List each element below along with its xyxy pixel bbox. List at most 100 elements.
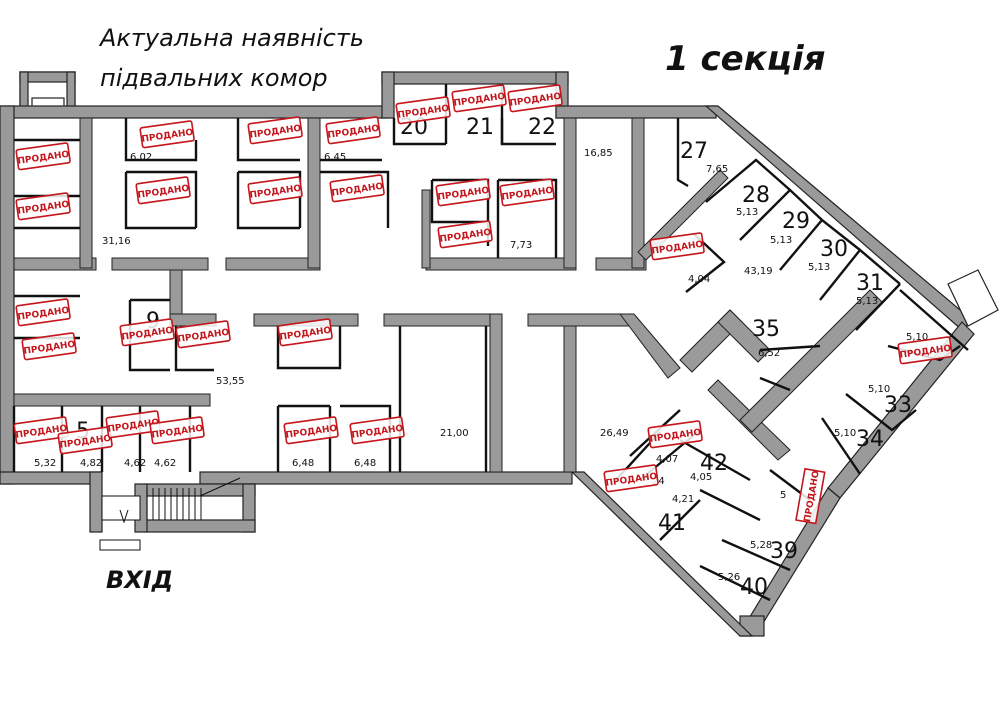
area-6-48-a: 6,48 <box>292 458 314 469</box>
title-line-2: підвальних комор <box>100 64 328 92</box>
area-6-45: 6,45 <box>324 152 346 163</box>
area-5-top: 5 <box>780 490 786 501</box>
sold-stamp: ПРОДАНО <box>119 318 175 347</box>
wall-int-d5 <box>637 169 729 261</box>
sold-stamp: ПРОДАНО <box>57 426 113 455</box>
wall-entrance-top <box>144 483 256 497</box>
vent-wall-right <box>66 71 76 109</box>
vent-box-right <box>947 269 999 327</box>
sold-stamp-frame <box>15 298 71 327</box>
entrance-label: ВХІД <box>106 566 173 594</box>
wall-int-v2 <box>307 117 321 269</box>
sold-stamp: ПРОДАНО <box>139 120 195 149</box>
wall-int-m7 <box>563 325 577 473</box>
sold-stamp-frame <box>647 420 703 449</box>
wall-int-4 <box>425 257 577 271</box>
wall-int-v4 <box>631 117 645 269</box>
area-labels: 31,16 53,55 43,19 16,85 7,73 21,00 26,49… <box>34 148 928 583</box>
sold-stamp: ПРОДАНО <box>175 320 231 349</box>
sold-stamp-frame <box>15 192 71 221</box>
area-5-32: 5,32 <box>34 458 56 469</box>
wall-top-raised <box>381 71 569 85</box>
sold-stamp-frame <box>139 120 195 149</box>
wall-int-b1 <box>13 393 211 407</box>
stair-steps <box>146 488 202 520</box>
sold-stamp-frame <box>15 142 71 171</box>
sold-stamp: ПРОДАНО <box>105 410 161 439</box>
sold-stamp: ПРОДАНО <box>329 174 385 203</box>
wall-top-left <box>0 105 389 119</box>
wall-int-2 <box>111 257 209 271</box>
stair-door <box>199 477 241 497</box>
wall-int-v1 <box>79 117 93 269</box>
sold-stamp-frame <box>329 174 385 203</box>
sold-stamp: ПРОДАНО <box>499 178 555 207</box>
area-26-49: 26,49 <box>600 428 629 439</box>
area-6-02: 6,02 <box>130 152 152 163</box>
room-num-30: 30 <box>820 237 848 262</box>
area-40: 5,26 <box>718 572 740 583</box>
room-num-29: 29 <box>782 209 810 234</box>
wall-int-d4 <box>739 289 883 433</box>
sold-stamp: ПРОДАНО <box>507 84 563 113</box>
area-7-73: 7,73 <box>510 240 532 251</box>
area-5-10-top: 5,10 <box>906 332 928 343</box>
sold-stamp: ПРОДАНО <box>395 96 451 125</box>
wall-int-m6 <box>527 313 633 327</box>
area-4-62-b: 4,62 <box>154 458 176 469</box>
area-corridor-right: 43,19 <box>744 266 773 277</box>
interior-walls <box>13 117 883 473</box>
sold-stamp: ПРОДАНО <box>21 332 77 361</box>
sold-stamp: ПРОДАНО <box>15 142 71 171</box>
wall-int-m8 <box>619 313 681 379</box>
section-label: 1 секція <box>665 39 825 79</box>
entrance-landing <box>101 495 141 521</box>
sold-stamp: ПРОДАНО <box>325 116 381 145</box>
room-num-39: 39 <box>770 539 798 564</box>
area-16-85: 16,85 <box>584 148 613 159</box>
sold-stamp-frame <box>349 416 405 445</box>
sold-stamp-frame <box>499 178 555 207</box>
room-num-35: 35 <box>752 317 780 342</box>
sold-stamp-frame <box>149 416 205 445</box>
sold-stamp-frame <box>897 336 953 365</box>
sold-stamp: ПРОДАНО <box>603 464 659 493</box>
sold-stamp-frame <box>247 176 303 205</box>
room-num-42: 42 <box>700 451 728 476</box>
area-28: 5,13 <box>736 207 758 218</box>
sold-stamp: ПРОДАНО <box>897 336 953 365</box>
sold-stamp-frame <box>21 332 77 361</box>
sold-stamp: ПРОДАНО <box>349 416 405 445</box>
entrance-stairs <box>99 477 241 551</box>
sold-stamp: ПРОДАНО <box>135 176 191 205</box>
wall-raised-left <box>381 71 395 119</box>
room-num-33: 33 <box>884 393 912 418</box>
sold-stamp: ПРОДАНО <box>435 178 491 207</box>
area-21-00: 21,00 <box>440 428 469 439</box>
wall-diag-bottom-left <box>570 471 754 637</box>
sold-stamp-frame <box>437 220 493 249</box>
sold-stamp-frame <box>649 232 705 261</box>
area-corridor-main: 53,55 <box>216 376 245 387</box>
room-num-21: 21 <box>466 115 494 140</box>
area-4-04: 4,04 <box>688 274 710 285</box>
area-4-07: 4,07 <box>656 454 678 465</box>
walls <box>0 71 999 637</box>
sold-stamp-frame <box>795 467 826 525</box>
area-corridor-top-left: 31,16 <box>102 236 131 247</box>
sold-stamp: ПРОДАНО <box>647 420 703 449</box>
area-4-62-a: 4,62 <box>124 458 146 469</box>
area-33: 5,10 <box>868 384 890 395</box>
sold-stamp-frame <box>135 176 191 205</box>
sold-stamp-frame <box>13 416 69 445</box>
sold-stamp: ПРОДАНО <box>15 298 71 327</box>
wall-bottom-left <box>0 471 101 485</box>
area-34: 5,10 <box>834 428 856 439</box>
room-numbers: 20 21 22 27 28 29 30 31 33 34 35 39 40 4… <box>76 115 912 600</box>
sold-stamp: ПРОДАНО <box>247 176 303 205</box>
sold-stamp-frame <box>105 410 161 439</box>
sold-stamp-frame <box>325 116 381 145</box>
wall-entrance-left <box>89 471 103 533</box>
area-35: 6,52 <box>758 348 780 359</box>
